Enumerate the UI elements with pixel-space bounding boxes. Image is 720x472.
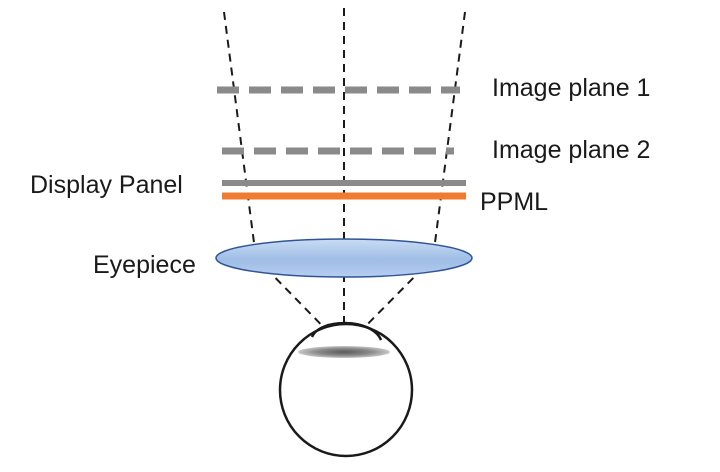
left-ray-upper [223,11,257,259]
pupil [298,346,390,358]
eyepiece-lens [215,238,473,278]
eye-cornea-front [310,321,383,341]
display-panel-label: Display Panel [30,171,183,199]
image-plane-2-label: Image plane 2 [492,136,651,164]
ppml-label: PPML [480,188,549,216]
eyepiece-label: Eyepiece [93,251,196,279]
eyeball [278,322,414,458]
image-plane-1-label: Image plane 1 [492,74,651,102]
right-ray-upper [432,11,466,259]
